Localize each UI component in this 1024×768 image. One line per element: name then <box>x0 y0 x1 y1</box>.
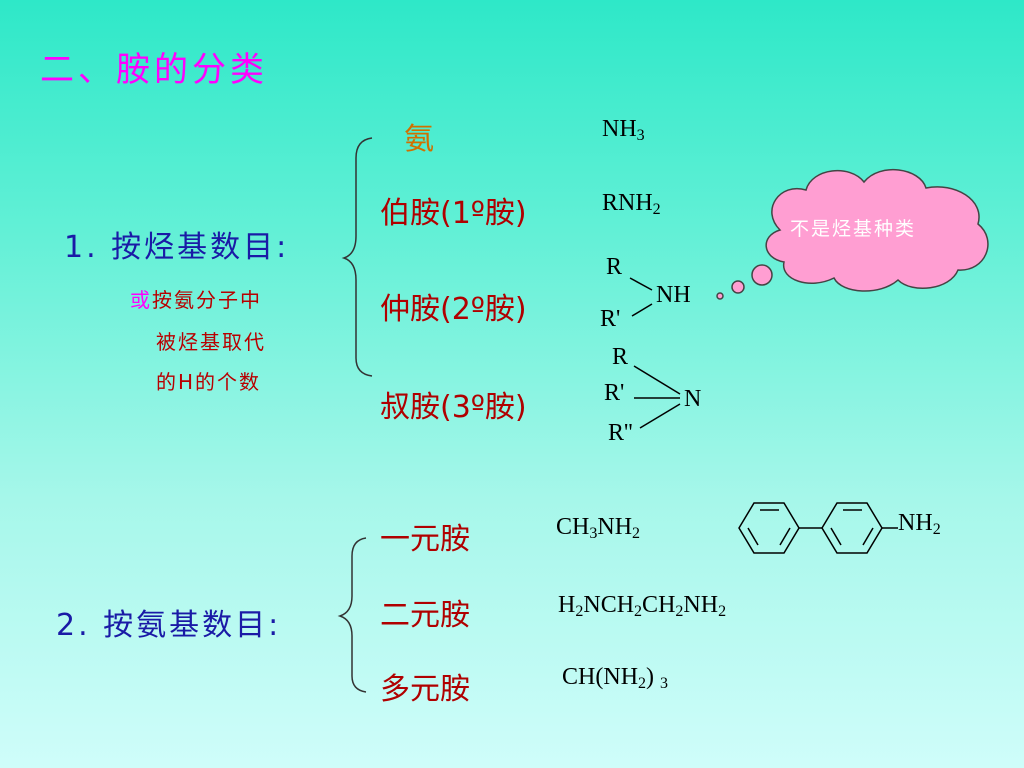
category-monoamine: 一元胺 <box>380 522 470 557</box>
biphenyl-structure <box>738 502 898 554</box>
thought-cloud <box>716 168 989 300</box>
section2-brace <box>337 537 367 693</box>
category-secondary-amine: 仲胺(2º胺) <box>380 292 527 327</box>
category-diamine: 二元胺 <box>380 598 470 633</box>
page-title: 二、胺的分类 <box>40 50 268 90</box>
bond-r3-n <box>639 403 681 429</box>
formula-tertiary-r-double-prime: R'' <box>608 420 633 446</box>
category-tertiary-amine: 叔胺(3º胺) <box>380 390 527 425</box>
section1-brace <box>341 137 373 377</box>
formula-secondary-r: R <box>606 254 623 280</box>
category-polyamine: 多元胺 <box>380 672 470 707</box>
note-line: 按氨分子中 <box>152 288 262 312</box>
formula-secondary-nh: NH <box>656 282 691 308</box>
formula-primary-amine: RNH2 <box>602 190 661 218</box>
bond-r-n <box>633 365 681 395</box>
section1-label: 1. 按烃基数目: <box>64 230 290 265</box>
category-primary-amine: 伯胺(1º胺) <box>380 196 527 231</box>
formula-secondary-r-prime: R' <box>600 306 621 332</box>
formula-diamine: H2NCH2CH2NH2 <box>558 592 727 620</box>
formula-ammonia: NH3 <box>602 116 645 144</box>
section1-note-line2: 被烃基取代 <box>156 330 266 354</box>
callout-text: 不是烃基种类 <box>790 218 917 240</box>
formula-tertiary-r: R <box>612 344 629 370</box>
section2-label: 2. 按氨基数目: <box>56 608 282 643</box>
section1-note-line1: 或按氨分子中 <box>130 284 262 313</box>
formula-tertiary-n: N <box>684 386 702 412</box>
bond-r-nh <box>629 277 653 291</box>
section1-note-line3: 的H的个数 <box>156 370 262 394</box>
formula-polyamine: CH(NH2) 3 <box>562 664 669 692</box>
category-ammonia: 氨 <box>404 122 434 157</box>
note-or: 或 <box>130 288 152 312</box>
formula-monoamine: CH3NH2 <box>556 514 641 542</box>
formula-biphenyl-nh2: NH2 <box>898 510 941 538</box>
formula-tertiary-r-prime: R' <box>604 380 625 406</box>
bond-r2-nh <box>631 303 653 317</box>
